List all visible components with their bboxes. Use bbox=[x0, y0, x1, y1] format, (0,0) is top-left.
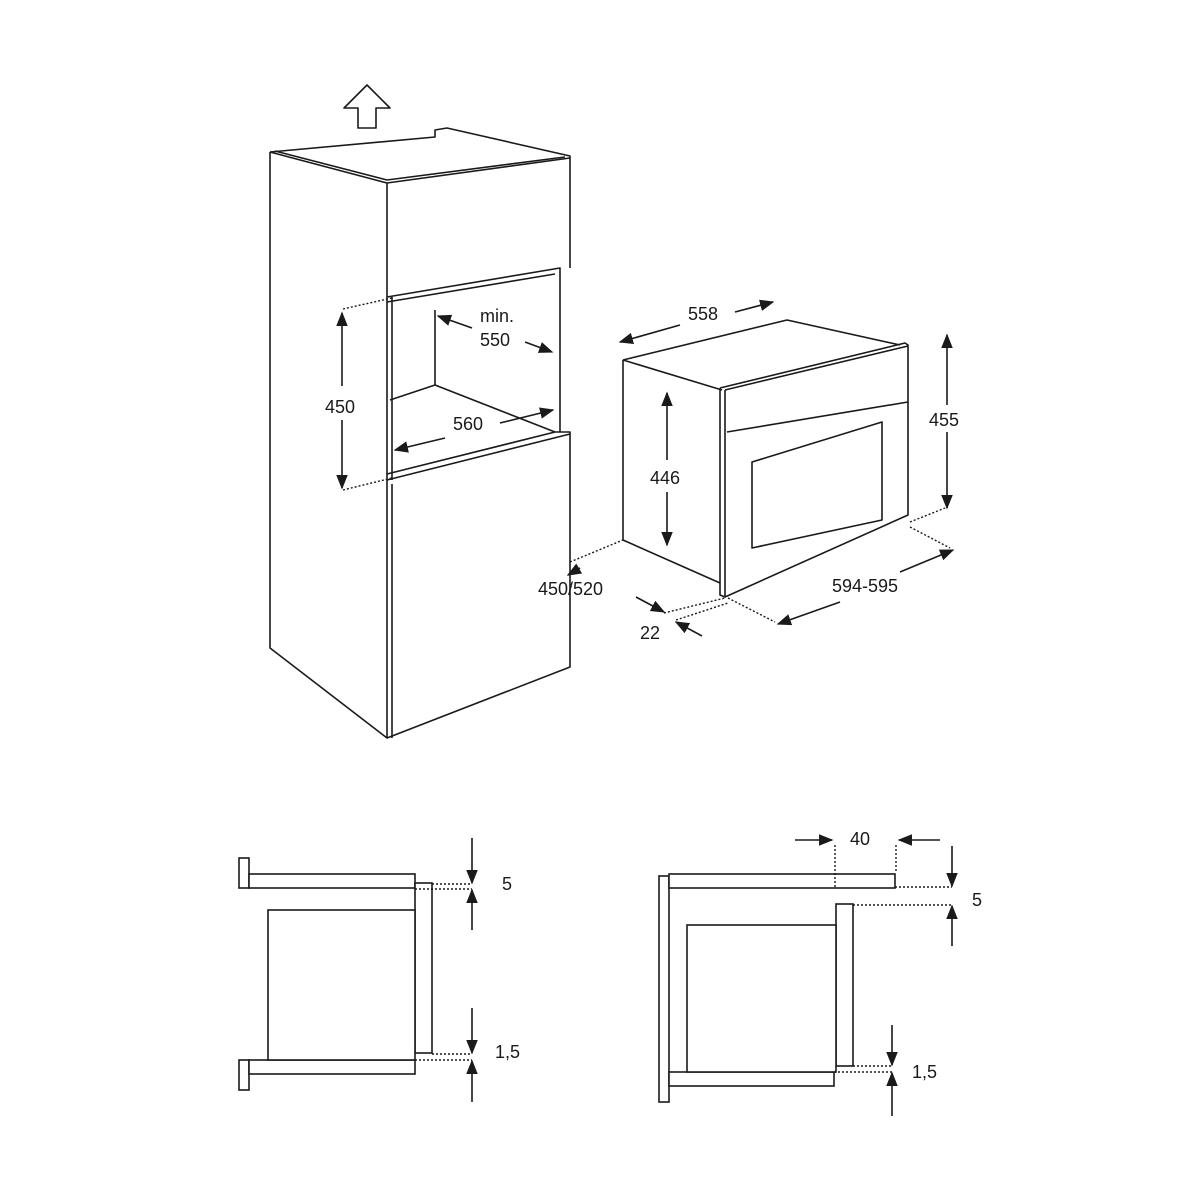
width-label: 594-595 bbox=[832, 576, 898, 596]
left-bottom-gap-label: 1,5 bbox=[495, 1042, 520, 1062]
right-top-gap-label: 5 bbox=[972, 890, 982, 910]
oven bbox=[622, 319, 909, 598]
total-height-label: 455 bbox=[929, 410, 959, 430]
min-label: min. bbox=[480, 306, 514, 326]
right-bottom-gap-label: 1,5 bbox=[912, 1062, 937, 1082]
left-top-gap-label: 5 bbox=[502, 874, 512, 894]
niche-width-label: 560 bbox=[453, 414, 483, 434]
oven-dimensions: 558 446 455 594-595 450/520 22 bbox=[538, 299, 959, 643]
niche-depth-label: 550 bbox=[480, 330, 510, 350]
front-offset-label: 22 bbox=[640, 623, 660, 643]
body-height-label: 446 bbox=[650, 468, 680, 488]
detail-right: 40 5 1,5 bbox=[658, 829, 982, 1116]
niche-height-label: 450 bbox=[325, 397, 355, 417]
ventilation-arrow-icon bbox=[343, 84, 391, 129]
cabinet-dimensions: 450 min. 550 560 bbox=[325, 297, 555, 491]
right-offset-label: 40 bbox=[850, 829, 870, 849]
detail-left: 5 1,5 bbox=[238, 838, 520, 1102]
install-depth-label: 450/520 bbox=[538, 579, 603, 599]
tall-cabinet bbox=[269, 127, 571, 739]
depth-label: 558 bbox=[688, 304, 718, 324]
